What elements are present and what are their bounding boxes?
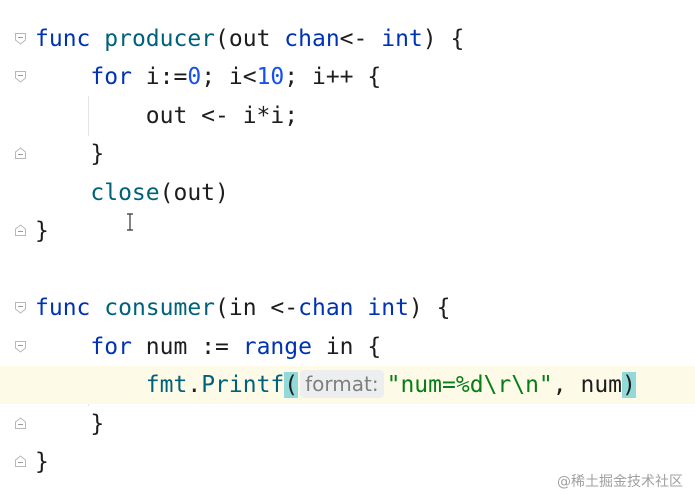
code-token: chan [298, 295, 354, 321]
code-token [90, 26, 104, 52]
fold-end-marker-icon[interactable] [14, 224, 27, 237]
fold-marker-icon[interactable] [14, 70, 27, 83]
code-text[interactable]: out <- i*i; [35, 97, 298, 135]
code-token: } [35, 141, 105, 167]
code-token [35, 64, 90, 90]
code-text[interactable]: } [35, 212, 49, 250]
code-token [35, 372, 146, 398]
code-token: <- [339, 26, 382, 52]
code-line[interactable]: for i:=0; i<10; i++ { [0, 58, 695, 96]
code-line[interactable]: func consumer(in <-chan int) { [0, 289, 695, 327]
code-token: ; i++ { [284, 64, 382, 90]
fold-end-marker-icon[interactable] [14, 417, 27, 430]
code-token: , num [552, 372, 623, 398]
code-token: (in <- [215, 295, 299, 321]
code-line[interactable]: out <- i*i; [0, 97, 695, 135]
code-token: (out [215, 26, 285, 52]
code-token: out <- i*i; [35, 103, 299, 129]
code-token: 10 [256, 64, 285, 90]
code-token: . [187, 372, 202, 398]
fold-end-marker-icon[interactable] [14, 147, 27, 160]
code-token: int [367, 295, 409, 321]
code-token [35, 180, 90, 206]
code-text[interactable]: for num := range in { [35, 328, 381, 366]
code-token: } [35, 411, 105, 437]
code-token: chan [284, 26, 340, 52]
code-text[interactable]: } [35, 443, 49, 481]
code-token: func [35, 295, 91, 321]
code-token: in { [311, 334, 382, 360]
code-text[interactable]: for i:=0; i<10; i++ { [35, 58, 381, 96]
code-line[interactable]: for num := range in { [0, 328, 695, 366]
code-line[interactable]: func producer(out chan<- int) { [0, 20, 695, 58]
code-text[interactable]: close(out) [35, 174, 229, 212]
code-token: ( [284, 372, 299, 398]
text-cursor-icon [127, 213, 133, 231]
parameter-hint: format: [300, 370, 384, 398]
fold-marker-icon[interactable] [14, 32, 27, 45]
code-token: ) { [422, 26, 465, 52]
fold-end-marker-icon[interactable] [14, 455, 27, 468]
code-token: i:= [131, 64, 188, 90]
code-text[interactable]: func producer(out chan<- int) { [35, 20, 464, 58]
code-token [354, 295, 368, 321]
code-token [35, 334, 90, 360]
fold-marker-icon[interactable] [14, 340, 27, 353]
code-token [90, 295, 104, 321]
code-token: ) [622, 372, 636, 398]
code-token: "num=%d\r\n" [386, 372, 553, 398]
indent-guide [88, 96, 89, 136]
code-token: ; i< [201, 64, 257, 90]
code-token: func [35, 26, 91, 52]
code-token: (out) [159, 180, 229, 206]
code-token: close [90, 180, 160, 206]
code-text[interactable]: } [35, 405, 104, 443]
code-line[interactable]: } [0, 405, 695, 443]
code-token: consumer [104, 295, 216, 321]
code-line[interactable]: } [0, 443, 695, 481]
code-token: Printf [201, 372, 285, 398]
fold-marker-icon[interactable] [14, 301, 27, 314]
code-text[interactable]: func consumer(in <-chan int) { [35, 289, 450, 327]
code-token: } [35, 449, 49, 475]
code-line[interactable]: } [0, 212, 695, 250]
code-token: range [242, 334, 312, 360]
code-token: 0 [187, 64, 202, 90]
code-token: ) { [408, 295, 451, 321]
code-line[interactable] [0, 251, 695, 289]
code-line[interactable]: close(out) [0, 174, 695, 212]
code-line[interactable]: fmt.Printf(format:"num=%d\r\n", num) [0, 366, 695, 404]
code-token: for [90, 334, 132, 360]
watermark: @稀土掘金技术社区 [557, 474, 683, 490]
code-token: } [35, 218, 49, 244]
code-text[interactable]: } [35, 135, 104, 173]
code-line[interactable]: } [0, 135, 695, 173]
code-token: fmt [145, 372, 188, 398]
code-token: num := [131, 334, 243, 360]
code-text[interactable]: fmt.Printf(format:"num=%d\r\n", num) [35, 366, 636, 404]
code-token: int [381, 26, 423, 52]
code-token: producer [104, 26, 216, 52]
code-token: for [90, 64, 132, 90]
